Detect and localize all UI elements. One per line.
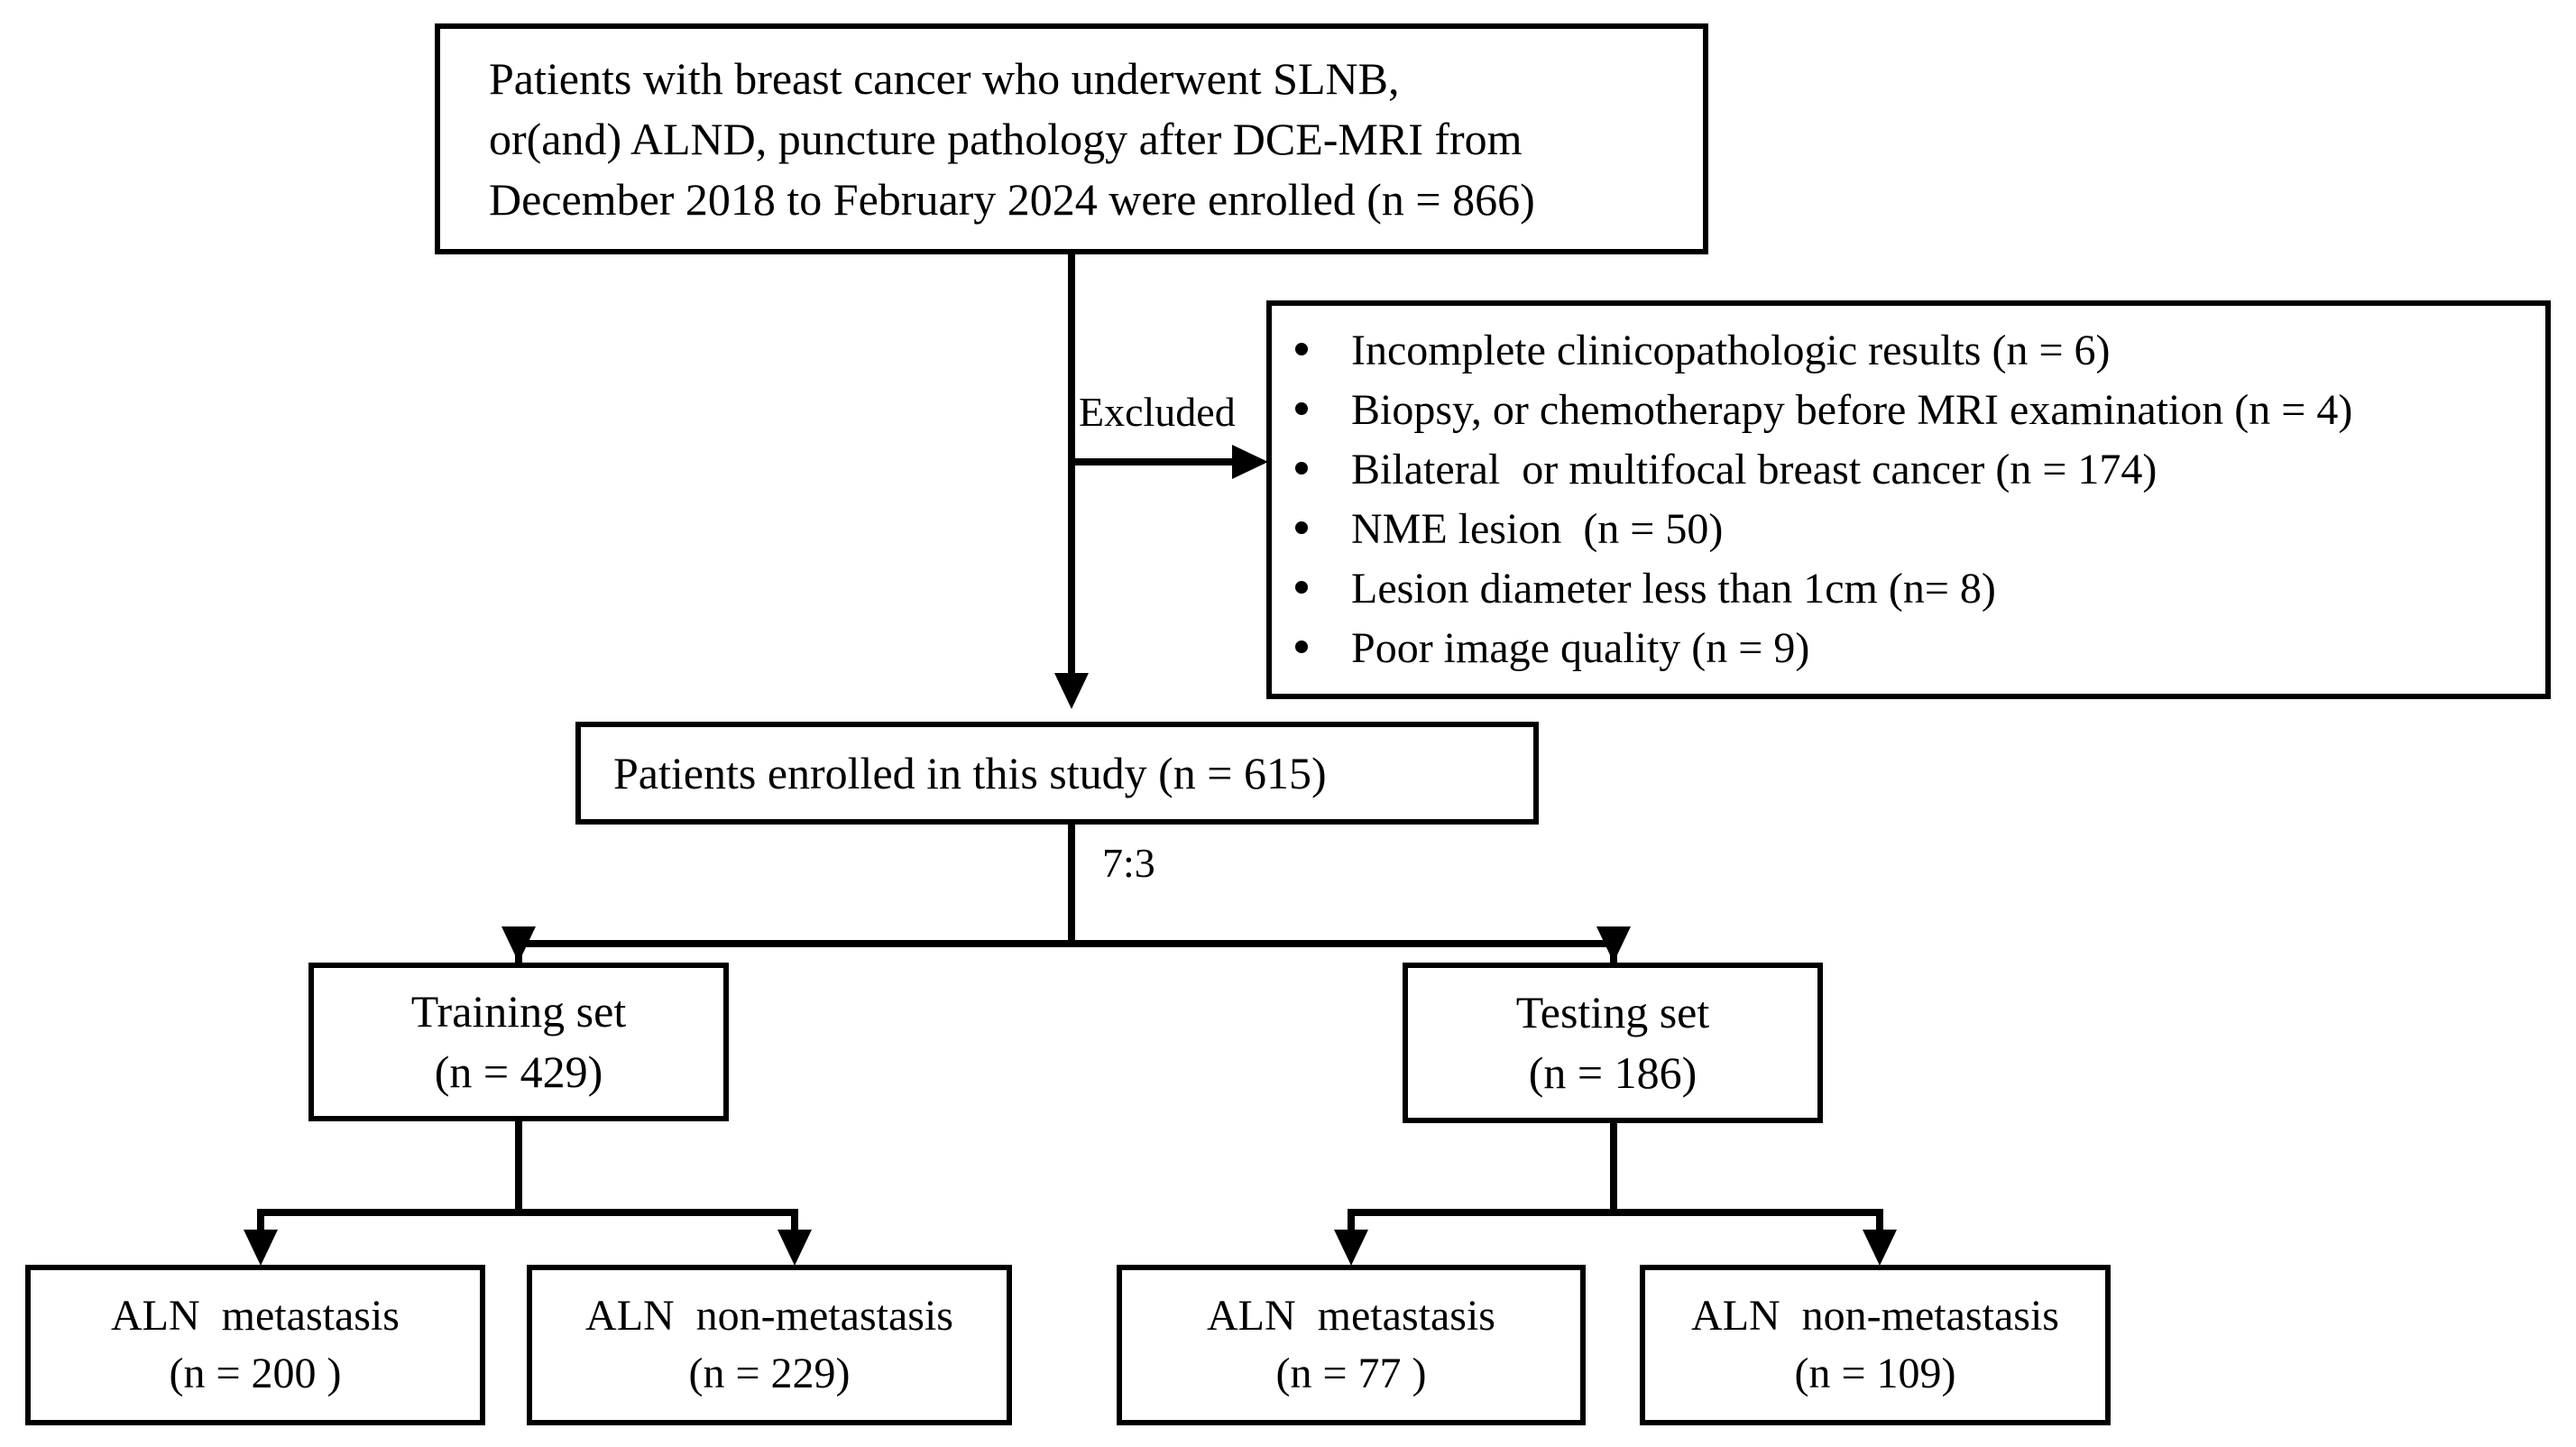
enrollment-line-2: or(and) ALND, puncture pathology after D… xyxy=(489,113,1523,164)
connector-study-to-split xyxy=(1068,825,1075,947)
split-ratio-edge-label: 7:3 xyxy=(1102,839,1155,887)
train-metastasis-line-2: (n = 200 ) xyxy=(169,1350,342,1397)
split-bar-testing-children xyxy=(1348,1209,1883,1216)
list-item: NME lesion (n = 50) xyxy=(1295,500,2545,559)
node-enrollment: Patients with breast cancer who underwen… xyxy=(435,23,1708,254)
connector-testing-to-split xyxy=(1610,1123,1617,1215)
training-line-2: (n = 429) xyxy=(434,1046,603,1097)
arrowhead-to-test-non-metastasis xyxy=(1863,1230,1897,1266)
excluded-item-4: NME lesion (n = 50) xyxy=(1351,505,1724,553)
test-metastasis-line-2: (n = 77 ) xyxy=(1275,1350,1427,1397)
arrowhead-to-test-metastasis xyxy=(1334,1230,1368,1266)
excluded-item-1: Incomplete clinicopathologic results (n … xyxy=(1351,327,2111,374)
train-metastasis-line-1: ALN metastasis xyxy=(111,1291,400,1340)
excluded-item-6: Poor image quality (n = 9) xyxy=(1351,624,1810,672)
testing-line-2: (n = 186) xyxy=(1528,1047,1697,1098)
connector-test-split-right xyxy=(1876,1209,1883,1234)
bullet-icon xyxy=(1295,521,1308,534)
node-train-aln-metastasis: ALN metastasis (n = 200 ) xyxy=(25,1265,485,1425)
bullet-icon xyxy=(1295,462,1308,475)
bullet-icon xyxy=(1295,402,1308,415)
arrowhead-to-study xyxy=(1054,673,1089,709)
list-item: Biopsy, or chemotherapy before MRI exami… xyxy=(1295,381,2545,440)
excluded-item-2: Biopsy, or chemotherapy before MRI exami… xyxy=(1351,386,2353,434)
train-non-metastasis-line-1: ALN non-metastasis xyxy=(585,1291,953,1340)
connector-train-split-left xyxy=(257,1209,264,1234)
testing-line-1: Testing set xyxy=(1515,987,1710,1037)
split-bar-training-children xyxy=(257,1209,798,1216)
excluded-edge-label: Excluded xyxy=(1079,388,1236,436)
list-item: Poor image quality (n = 9) xyxy=(1295,619,2545,678)
connector-trunk-to-excluded xyxy=(1072,458,1248,465)
node-training-set: Training set (n = 429) xyxy=(308,963,729,1121)
node-test-aln-metastasis: ALN metastasis (n = 77 ) xyxy=(1117,1265,1586,1425)
arrowhead-to-excluded xyxy=(1232,445,1268,479)
enrollment-line-3: December 2018 to February 2024 were enro… xyxy=(489,173,1535,225)
train-non-metastasis-line-2: (n = 229) xyxy=(688,1350,851,1397)
test-non-metastasis-line-1: ALN non-metastasis xyxy=(1691,1291,2059,1340)
bullet-icon xyxy=(1295,343,1308,355)
list-item: Incomplete clinicopathologic results (n … xyxy=(1295,321,2545,381)
excluded-criteria-list: Incomplete clinicopathologic results (n … xyxy=(1272,321,2545,678)
arrowhead-to-train-non-metastasis xyxy=(777,1230,812,1266)
bullet-icon xyxy=(1295,581,1308,594)
node-excluded-criteria: Incomplete clinicopathologic results (n … xyxy=(1266,300,2551,699)
study-line-1: Patients enrolled in this study (n = 615… xyxy=(613,747,1327,798)
bullet-icon xyxy=(1295,641,1308,653)
excluded-item-3: Bilateral or multifocal breast cancer (n… xyxy=(1351,446,2157,493)
arrowhead-to-testing xyxy=(1596,926,1631,963)
node-study-enrolled: Patients enrolled in this study (n = 615… xyxy=(575,722,1539,825)
test-non-metastasis-line-2: (n = 109) xyxy=(1794,1350,1956,1397)
node-train-aln-non-metastasis: ALN non-metastasis (n = 229) xyxy=(527,1265,1012,1425)
excluded-item-5: Lesion diameter less than 1cm (n= 8) xyxy=(1351,565,1996,613)
test-metastasis-line-1: ALN metastasis xyxy=(1207,1291,1495,1340)
split-bar-train-test xyxy=(515,940,1617,947)
enrollment-line-1: Patients with breast cancer who underwen… xyxy=(489,52,1400,104)
connector-train-split-right xyxy=(791,1209,798,1234)
connector-training-to-split xyxy=(515,1121,522,1215)
connector-test-split-left xyxy=(1348,1209,1355,1234)
node-test-aln-non-metastasis: ALN non-metastasis (n = 109) xyxy=(1640,1265,2111,1425)
arrowhead-to-training xyxy=(501,926,536,963)
training-line-1: Training set xyxy=(410,986,627,1037)
arrowhead-to-train-metastasis xyxy=(244,1230,278,1266)
list-item: Bilateral or multifocal breast cancer (n… xyxy=(1295,440,2545,500)
node-testing-set: Testing set (n = 186) xyxy=(1403,963,1823,1123)
list-item: Lesion diameter less than 1cm (n= 8) xyxy=(1295,559,2545,619)
